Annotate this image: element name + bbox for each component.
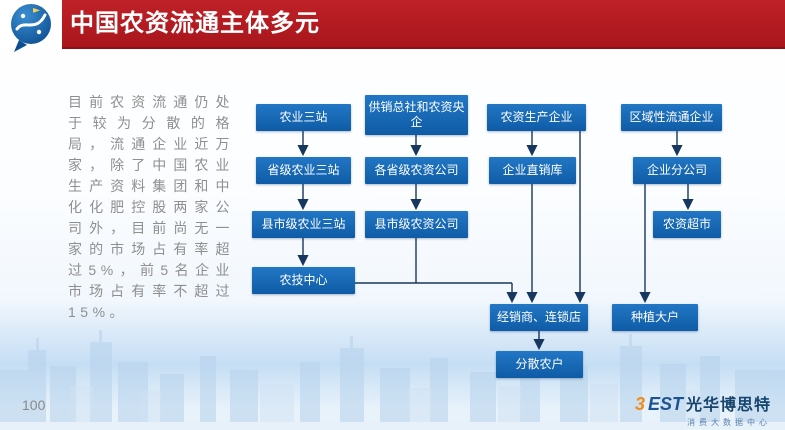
page-title: 中国农资流通主体多元 bbox=[70, 10, 320, 37]
flow-node-county-agri-companies: 县市级农资公司 bbox=[365, 211, 468, 238]
flow-node-scattered-farmers: 分散农户 bbox=[496, 351, 583, 378]
intro-text: 目前农资流通仍处于较为分散的格局，流通企业近万家，除了中国农业生产资料集团和中化… bbox=[68, 94, 234, 320]
footer-brand: 3 EST 光华博思特 消费大数据中心 bbox=[635, 391, 771, 428]
flow-node-county-agri-stations: 县市级农业三站 bbox=[252, 211, 355, 238]
brand-logo-plate bbox=[0, 0, 62, 52]
flow-node-branch-company: 企业分公司 bbox=[633, 157, 721, 184]
flow-node-regional-circulation: 区域性流通企业 bbox=[621, 104, 722, 131]
brand-mark-orange: 3 bbox=[634, 394, 645, 414]
flow-node-agri-producers: 农资生产企业 bbox=[487, 104, 586, 131]
brand-subtitle: 消费大数据中心 bbox=[687, 418, 771, 427]
brand-mark-blue: EST bbox=[647, 394, 683, 414]
brand-name: 光华博思特 bbox=[685, 397, 771, 414]
flow-node-direct-sales-warehouse: 企业直销库 bbox=[489, 157, 576, 184]
city-skyline-graphic bbox=[0, 330, 785, 422]
brand-logo-icon bbox=[11, 4, 51, 52]
flow-node-dealers-chain-stores: 经销商、连锁店 bbox=[490, 304, 588, 331]
page-number: 100 bbox=[22, 397, 46, 413]
flow-node-large-growers: 种植大户 bbox=[612, 304, 698, 331]
flow-node-supply-coop-central: 供销总社和农资央企 bbox=[365, 95, 468, 135]
flow-node-provincial-agri-companies: 各省级农资公司 bbox=[365, 157, 468, 184]
flow-node-agri-supermarket: 农资超市 bbox=[653, 211, 721, 238]
footer-brand-row: 3 EST 光华博思特 bbox=[635, 391, 771, 415]
header-bar bbox=[0, 0, 785, 49]
flow-node-agri-tech-center: 农技中心 bbox=[252, 267, 355, 294]
flow-node-agri-three-stations: 农业三站 bbox=[256, 104, 351, 131]
flow-node-provincial-agri-stations: 省级农业三站 bbox=[256, 157, 351, 184]
